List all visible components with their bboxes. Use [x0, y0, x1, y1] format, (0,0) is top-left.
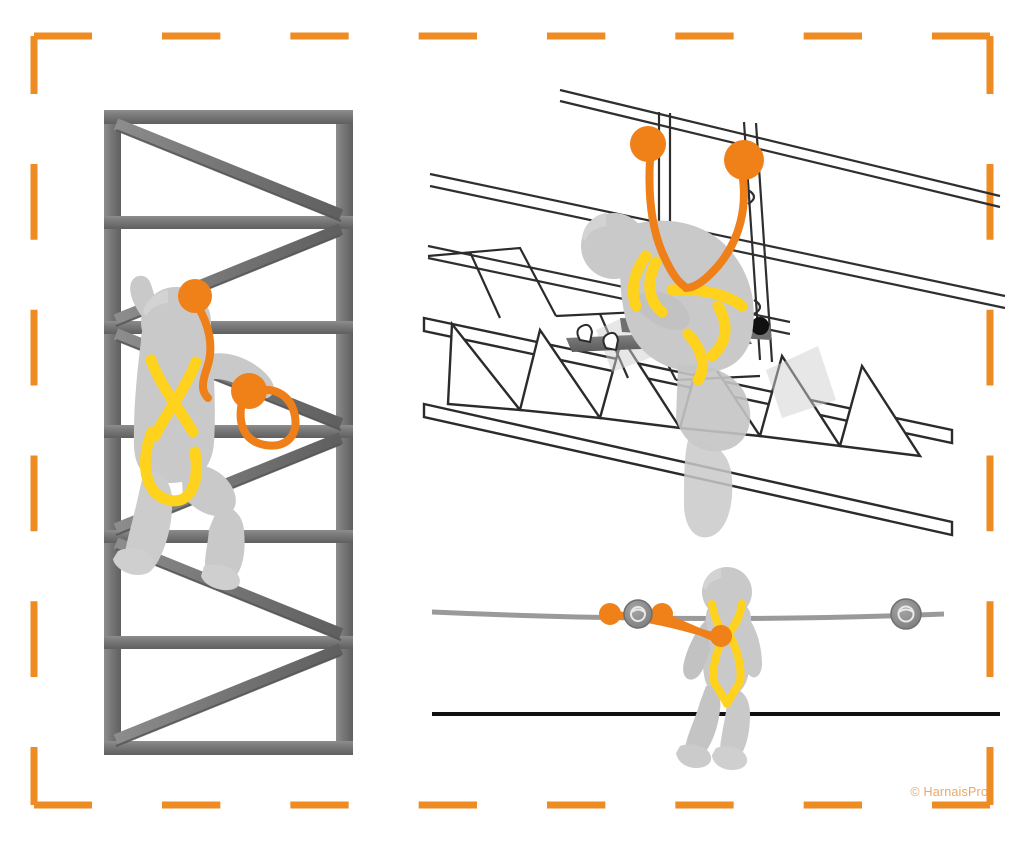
carabiner-lifeline-left: [599, 603, 621, 625]
lanyard-group-truss: [630, 126, 764, 292]
anchor-bracket-intermediate: [623, 599, 653, 629]
harness-straps-scaffold: [140, 354, 202, 507]
carabiner-anchor-lower: [231, 373, 267, 409]
scene-roof-truss: [422, 88, 1006, 538]
copyright-notice: © HarnaisPro: [910, 785, 988, 799]
lifeline-anchors: [623, 598, 922, 630]
harness-d-ring: [710, 625, 732, 647]
lanyard-group-scaffold: [178, 279, 300, 450]
worker-figure-lifeline: [676, 567, 762, 770]
harness-straps-truss: [627, 250, 748, 386]
carabiner-anchor-upper: [178, 279, 212, 313]
lanyard-group-lifeline: [599, 603, 732, 647]
tube-end-cap: [751, 317, 769, 335]
scene-scaffold-climb: [104, 110, 353, 755]
lifeline-cable: [431, 609, 945, 622]
carabiner-lifeline-mid: [651, 603, 673, 625]
anchor-bracket-end: [890, 598, 922, 630]
carabiner-anchor-truss-right: [724, 140, 764, 180]
scene-horizontal-lifeline: [431, 567, 1000, 770]
carabiner-anchor-truss-left: [630, 126, 666, 162]
